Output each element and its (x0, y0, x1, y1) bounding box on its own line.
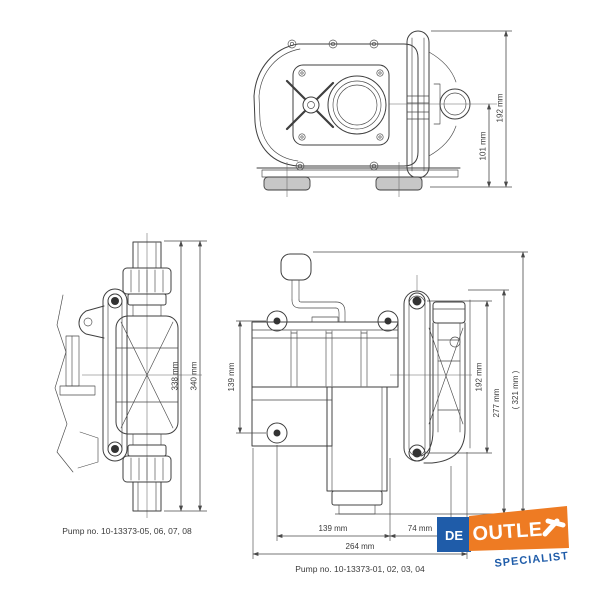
side-view-dimensions: 338 mm 340 mm (164, 240, 207, 512)
front-view-mount-bracket (251, 386, 333, 447)
top-view-cover-plate (292, 64, 390, 146)
front-view-dimensions: 139 mm 192 mm 277 mm ( 321 mm ) 139 mm 7… (227, 251, 528, 559)
top-view-mounting-base (256, 162, 461, 197)
logo-de-outlet-specialist: DE OUTLE SPECIALIST (437, 506, 570, 570)
dim-label-139mm-left: 139 mm (227, 362, 236, 391)
top-view-clamp-edge (406, 30, 430, 179)
logo-specialist-text: SPECIALIST (494, 550, 570, 570)
dim-label-264mm: 264 mm (346, 542, 375, 551)
side-view: 338 mm 340 mm Pump no. 10-13373-05, 06, … (54, 233, 207, 536)
front-view-clamp-assembly (390, 275, 472, 464)
top-view-port-opening (327, 75, 387, 135)
front-view-hand-lever (280, 253, 346, 323)
front-view-pump-housing (251, 310, 399, 388)
dim-label-340mm: 340 mm (190, 361, 199, 390)
side-view-strap (102, 288, 128, 462)
logo-outlet-text: OUTLE (472, 519, 544, 546)
side-view-caption: Pump no. 10-13373-05, 06, 07, 08 (62, 526, 192, 536)
dim-label-321mm: ( 321 mm ) (511, 370, 520, 409)
logo-de-box (437, 517, 471, 552)
dim-label-338mm: 338 mm (171, 361, 180, 390)
side-view-clamp-body (82, 315, 202, 435)
dim-label-192mm-top: 192 mm (496, 93, 505, 122)
top-view-wingnut (285, 79, 335, 131)
front-view: 139 mm 192 mm 277 mm ( 321 mm ) 139 mm 7… (227, 251, 528, 574)
dim-label-277mm: 277 mm (492, 388, 501, 417)
front-view-motor-body (326, 386, 388, 515)
dim-label-74mm: 74 mm (408, 524, 433, 533)
top-view-housing (253, 39, 419, 171)
front-view-caption: Pump no. 10-13373-01, 02, 03, 04 (295, 564, 425, 574)
side-view-top-hose-connector (122, 241, 172, 317)
top-view-dimensions: 101 mm 192 mm (430, 30, 512, 188)
top-view-outlet-port (389, 51, 497, 157)
top-view: 101 mm 192 mm (253, 30, 512, 197)
side-view-wall-bracket (54, 294, 105, 473)
side-view-bottom-hose-connector (122, 433, 172, 512)
dim-label-192mm-front: 192 mm (475, 362, 484, 391)
logo-de-text: DE (445, 528, 463, 543)
hammer-t-icon (542, 518, 566, 537)
dim-label-139mm-bottom: 139 mm (319, 524, 348, 533)
dim-label-101mm: 101 mm (479, 131, 488, 160)
logo-outlet-flag (469, 506, 569, 551)
